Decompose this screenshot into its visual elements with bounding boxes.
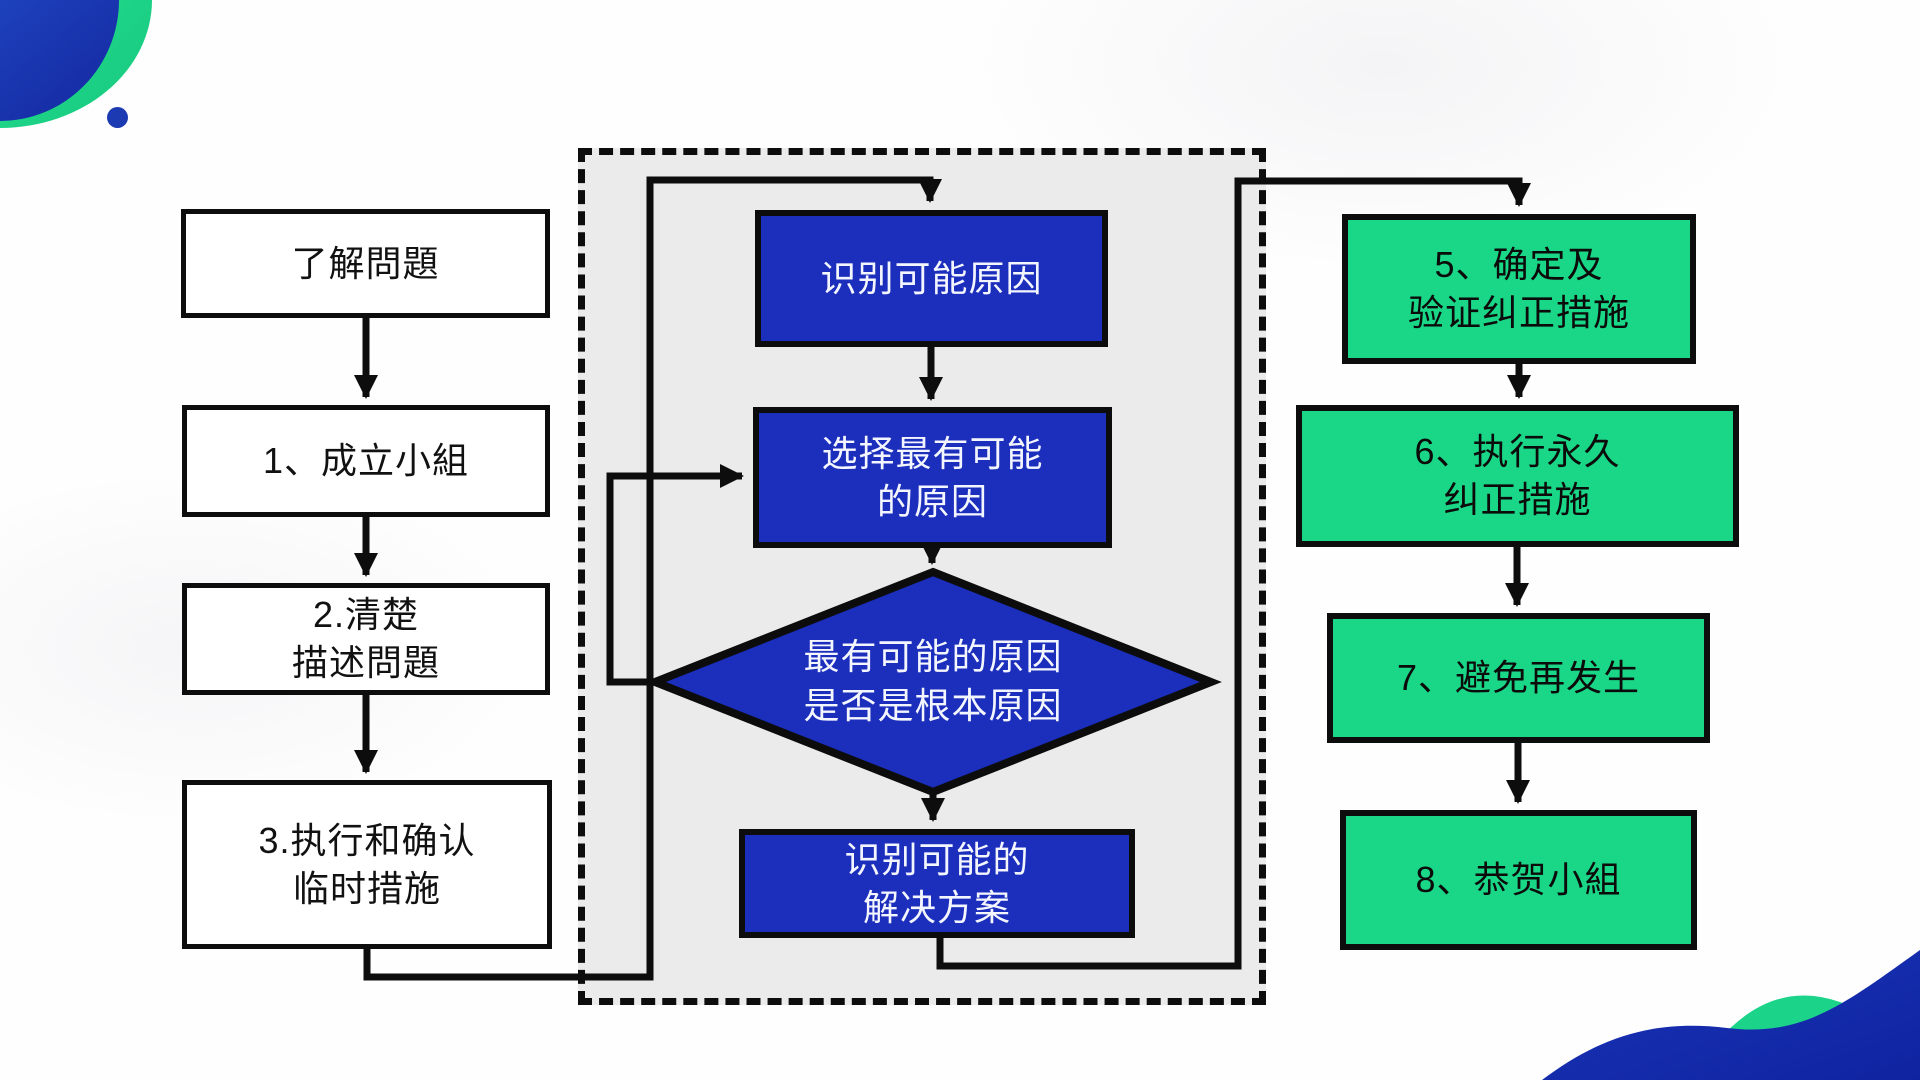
box-d2-describe-problem: 2.清楚 描述問題 xyxy=(182,583,550,695)
box-identify-possible-causes: 识别可能原因 xyxy=(755,210,1108,347)
arrow-decision-loop-to-select xyxy=(606,464,744,686)
corner-decoration-dot xyxy=(107,107,128,128)
box-understand-problem: 了解問題 xyxy=(181,209,550,318)
decision-diamond-shape xyxy=(644,567,1222,797)
arrow-solutions-to-d5 xyxy=(936,177,1531,970)
box-d3-interim-actions: 3.执行和确认 临时措施 xyxy=(182,780,552,949)
box-identify-possible-solutions: 识别可能的 解决方案 xyxy=(739,829,1135,938)
arrow-d3-to-identify-causes xyxy=(363,176,942,981)
box-d6-permanent-corrective-actions: 6、执行永久 纠正措施 xyxy=(1296,405,1739,547)
box-d1-form-team: 1、成立小組 xyxy=(182,405,550,517)
decision-root-cause-label: 最有可能的原因 是否是根本原因 xyxy=(803,636,1063,726)
corner-decoration-wave xyxy=(1542,950,1920,1080)
box-d5-verify-corrective-actions: 5、确定及 验证纠正措施 xyxy=(1342,214,1696,364)
box-d7-prevent-recurrence: 7、避免再发生 xyxy=(1327,613,1710,743)
box-select-most-likely-cause: 选择最有可能 的原因 xyxy=(753,407,1112,548)
box-d8-congratulate-team: 8、恭贺小組 xyxy=(1340,810,1697,950)
